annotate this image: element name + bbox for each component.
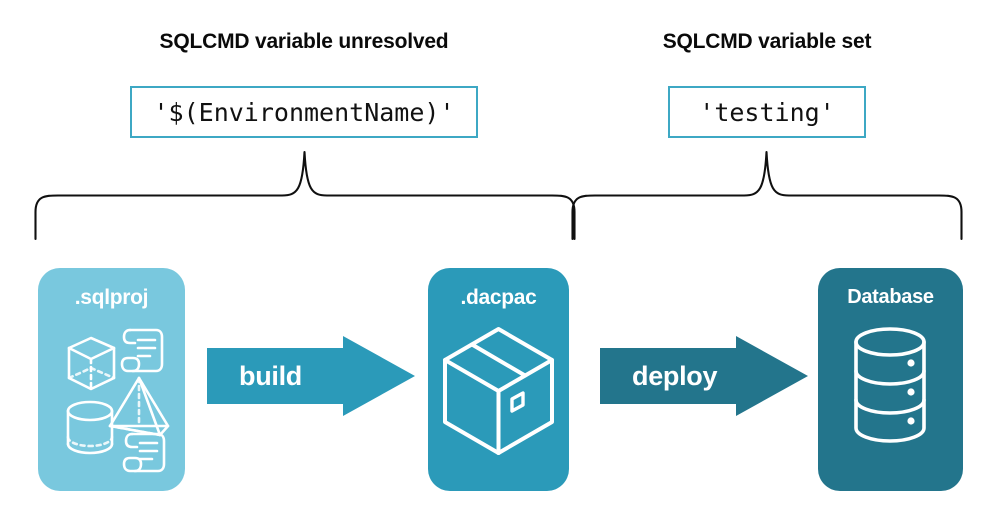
- brace-right-icon: [571, 150, 963, 241]
- database-status-dots-icon: [907, 359, 915, 425]
- artifact-dacpac: .dacpac: [428, 268, 569, 491]
- database-icon-group: [854, 327, 926, 443]
- artifact-database: Database: [818, 268, 963, 491]
- scroll-icon: [122, 432, 166, 473]
- cube-icon: [67, 336, 116, 391]
- artifact-sqlproj-label: .sqlproj: [74, 286, 149, 309]
- heading-sqlcmd-set: SQLCMD variable set: [662, 30, 872, 53]
- database-cylinder-icon: [854, 327, 926, 443]
- cylinder-icon: [66, 400, 114, 455]
- arrow-build-shape: [207, 336, 415, 416]
- arrow-deploy-shape: [600, 336, 808, 416]
- heading-sqlcmd-unresolved: SQLCMD variable unresolved: [159, 30, 449, 53]
- brace-left-icon: [34, 150, 576, 241]
- code-box-environment-name: '$(EnvironmentName)': [130, 86, 478, 138]
- arrow-build-label: build: [239, 360, 302, 391]
- artifact-database-label: Database: [847, 286, 934, 308]
- sqlproj-icon-group: [66, 328, 170, 473]
- arrow-build: build: [205, 330, 417, 422]
- dacpac-icon-group: [443, 327, 554, 455]
- scroll-icon: [120, 328, 164, 373]
- artifact-dacpac-label: .dacpac: [460, 286, 537, 309]
- code-box-testing: 'testing': [668, 86, 866, 138]
- pyramid-icon: [108, 376, 170, 437]
- arrow-deploy: deploy: [598, 330, 810, 422]
- arrow-deploy-label: deploy: [632, 360, 718, 391]
- package-box-icon: [443, 327, 554, 455]
- artifact-sqlproj: .sqlproj: [38, 268, 185, 491]
